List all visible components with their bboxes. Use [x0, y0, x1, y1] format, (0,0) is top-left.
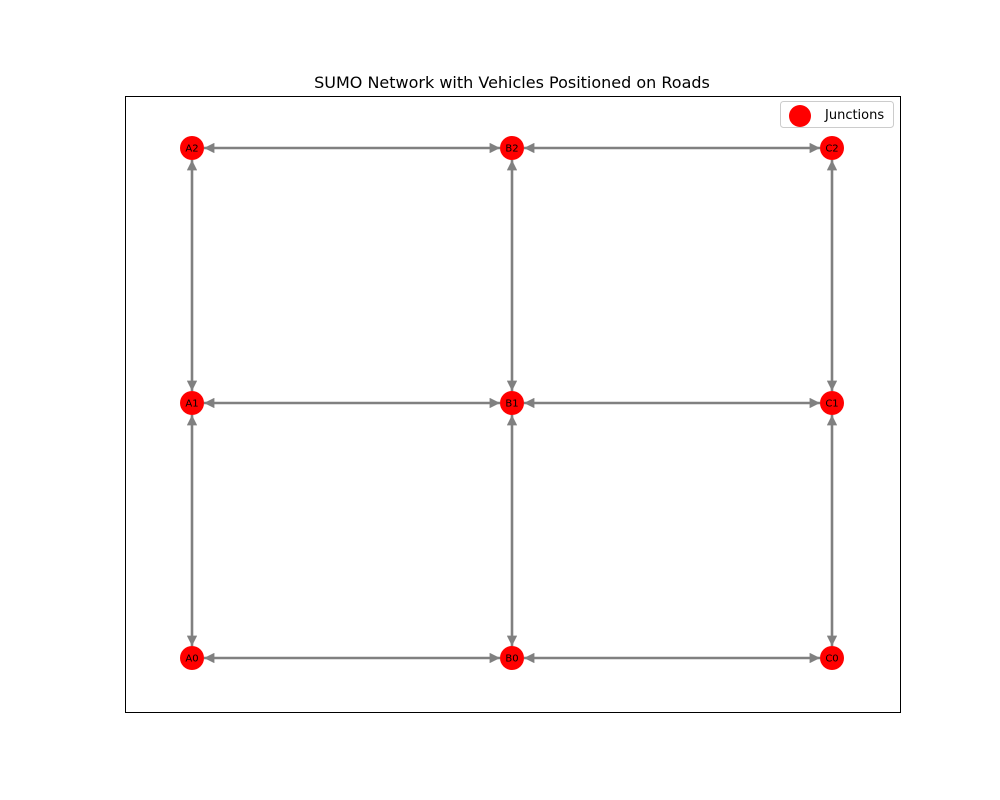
legend-junction-marker	[789, 105, 811, 127]
junction-label-B1: B1	[505, 399, 518, 410]
chart-title: SUMO Network with Vehicles Positioned on…	[314, 73, 710, 92]
edges-layer	[186, 142, 838, 664]
junction-B2	[500, 136, 524, 160]
junction-A1	[180, 391, 204, 415]
junction-A2	[180, 136, 204, 160]
junction-C1	[820, 391, 844, 415]
junction-label-C1: C1	[825, 399, 838, 410]
junction-label-A2: A2	[185, 144, 198, 155]
junction-C0	[820, 646, 844, 670]
junction-C2	[820, 136, 844, 160]
junction-B0	[500, 646, 524, 670]
junction-label-C2: C2	[825, 144, 838, 155]
junction-B1	[500, 391, 524, 415]
junction-label-B2: B2	[505, 144, 518, 155]
plot-frame	[125, 96, 901, 713]
junction-A0	[180, 646, 204, 670]
junction-label-C0: C0	[825, 654, 838, 665]
junction-label-B0: B0	[505, 654, 518, 665]
legend: Junctions	[780, 101, 894, 128]
legend-label: Junctions	[824, 108, 884, 123]
junction-label-A1: A1	[185, 399, 198, 410]
junction-label-A0: A0	[185, 654, 198, 665]
